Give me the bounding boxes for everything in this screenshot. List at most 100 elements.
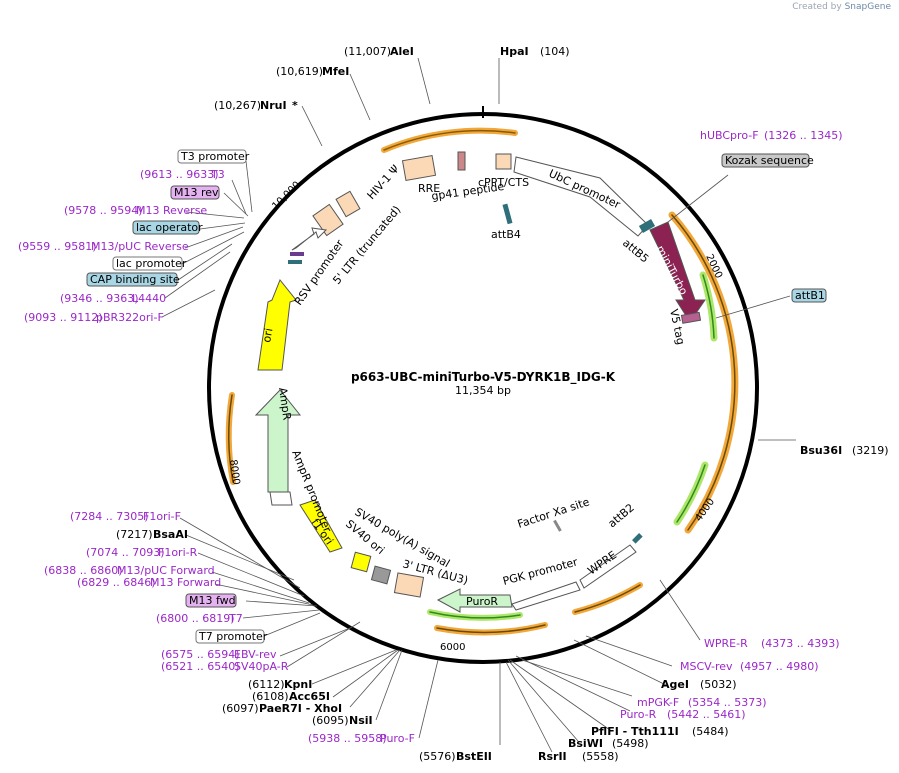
enzyme-name-alei: AleI bbox=[390, 45, 414, 58]
tick-10000: 10,000 bbox=[270, 180, 303, 213]
feature-attb2: attB2 bbox=[606, 501, 637, 530]
label-lac-operator: lac operator bbox=[136, 221, 203, 234]
enzyme-position-nsii: (6095) bbox=[312, 714, 349, 727]
primer-range-t3: (9613 .. 9633) bbox=[140, 168, 219, 181]
enzyme-labels: (11,007) AleI HpaI (104) (10,619) MfeI (… bbox=[116, 45, 889, 763]
enzyme-name-kpni: KpnI bbox=[284, 678, 312, 691]
primer-labels: hUBCpro-F (1326 .. 1345) (9613 .. 9633) … bbox=[18, 129, 843, 745]
box-kozak-sequence bbox=[721, 153, 810, 168]
ampr-promoter-box bbox=[269, 491, 293, 506]
boxed-labels: T3 promoter M13 rev lac operator lac pro… bbox=[86, 149, 827, 644]
v5-box bbox=[680, 311, 702, 324]
wpre-arrow bbox=[579, 544, 637, 589]
primer-name-m13-forward: M13 Forward bbox=[150, 576, 221, 589]
primer-name-m13-puc-reverse: M13/pUC Reverse bbox=[91, 240, 189, 253]
enzyme-name-rsrii: RsrII bbox=[538, 750, 567, 763]
feature-track bbox=[225, 127, 739, 636]
pgk-promoter-arrow bbox=[511, 581, 581, 611]
rre-box bbox=[401, 154, 437, 182]
primer-name-sv40pa-r: SV40pA-R bbox=[234, 660, 289, 673]
factorxa-box bbox=[553, 519, 562, 532]
enzyme-position-bsu36i: (3219) bbox=[852, 444, 889, 457]
orange-arc-1-line bbox=[383, 129, 516, 151]
enzyme-name-nrui: NruI bbox=[260, 99, 287, 112]
orange-arc-2-line bbox=[671, 214, 736, 531]
plasmid-name: p663-UBC-miniTurbo-V5-DYRK1B_IDG-K bbox=[351, 370, 616, 385]
box-lac-operator bbox=[132, 220, 200, 235]
snapgene-credit: Created by SnapGene bbox=[792, 2, 891, 12]
enzyme-position-mfei: (10,619) bbox=[276, 65, 323, 78]
primer-name-f1ori-f: F1ori-F bbox=[143, 510, 181, 523]
primer-range-t7: (6800 .. 6819) bbox=[156, 612, 235, 625]
box-cap-binding-site bbox=[86, 272, 178, 287]
feature-cppt: cPPT/CTS bbox=[478, 176, 529, 189]
ltr5-box bbox=[312, 203, 344, 237]
primer-name-hubcpro-f: hUBCpro-F bbox=[700, 129, 759, 142]
box-m13-fwd bbox=[185, 593, 237, 608]
primer-range-ebv-rev: (6575 .. 6594) bbox=[161, 648, 240, 661]
primer-name-puro-f: Puro-F bbox=[380, 732, 415, 745]
lac-marker-1 bbox=[290, 252, 304, 256]
enzyme-name-nsii: NsiI bbox=[349, 714, 373, 727]
enzyme-position-paer7i: (6097) bbox=[222, 702, 259, 715]
hiv-box bbox=[335, 190, 361, 218]
attb5-box bbox=[638, 219, 656, 233]
feature-attb5: attB5 bbox=[620, 236, 651, 265]
primer-range-m13-reverse: (9578 .. 9594) bbox=[64, 204, 143, 217]
feature-ori: ori bbox=[260, 327, 275, 343]
label-cap-binding-site: CAP binding site bbox=[90, 273, 180, 286]
rsv-promoter-arrow bbox=[291, 227, 328, 251]
enzyme-position-bsiwi: (5498) bbox=[612, 737, 649, 750]
primer-name-mscv-rev: MSCV-rev bbox=[680, 660, 733, 673]
primer-name-t3: T3 bbox=[210, 168, 225, 181]
feature-pgk-promoter: PGK promoter bbox=[501, 555, 579, 588]
primer-range-m13-puc-reverse: (9559 .. 9581) bbox=[18, 240, 97, 253]
miniturbo-arrow bbox=[649, 221, 706, 323]
primer-name-f1ori-r: F1ori-R bbox=[158, 546, 198, 559]
inner-features bbox=[254, 151, 706, 613]
primer-range-m13-puc-forward: (6838 .. 6860) bbox=[44, 564, 123, 577]
green-arc-3-line bbox=[429, 611, 521, 619]
ubc-promoter-arrow bbox=[513, 156, 649, 237]
primer-name-m13-reverse: M13 Reverse bbox=[136, 204, 207, 217]
primer-range-wpre-r: (4373 .. 4393) bbox=[761, 637, 840, 650]
enzyme-position-acc65i: (6108) bbox=[252, 690, 289, 703]
label-m13-fwd: M13 fwd bbox=[189, 594, 236, 607]
snapgene-logo-text: SnapGene bbox=[844, 2, 891, 12]
orange-arc-5-line bbox=[228, 394, 234, 483]
box-attb1 bbox=[791, 288, 827, 303]
feature-puror: PuroR bbox=[466, 595, 498, 608]
feature-ampr: AmpR bbox=[276, 387, 293, 422]
label-t7-promoter: T7 promoter bbox=[198, 630, 268, 643]
label-attb1: attB1 bbox=[795, 289, 825, 302]
puror-arrow bbox=[436, 588, 513, 613]
tick-labels: 2000 4000 6000 8000 10,000 bbox=[227, 180, 724, 653]
lac-marker-2 bbox=[288, 260, 302, 264]
primer-range-hubcpro-f: (1326 .. 1345) bbox=[764, 129, 843, 142]
label-lac-promoter: lac promoter bbox=[116, 257, 187, 270]
primer-range-pbr322ori-f: (9093 .. 9112) bbox=[24, 311, 103, 324]
primer-name-ebv-rev: EBV-rev bbox=[234, 648, 277, 661]
enzyme-position-alei: (11,007) bbox=[344, 45, 391, 58]
ori-arrow bbox=[257, 279, 297, 371]
enzyme-name-mfei: MfeI bbox=[322, 65, 349, 78]
primer-name-puro-r: Puro-R bbox=[620, 708, 657, 721]
enzyme-name-paer7i: PaeR7I - XhoI bbox=[259, 702, 342, 715]
primer-range-mpgk-f: (5354 .. 5373) bbox=[688, 696, 767, 709]
feature-hiv-psi: HIV-1 Ψ bbox=[365, 162, 403, 202]
primer-range-puro-f: (5938 .. 5958) bbox=[308, 732, 387, 745]
label-m13-rev: M13 rev bbox=[174, 186, 219, 199]
gp41-box bbox=[457, 151, 466, 171]
orange-arc-3-line bbox=[574, 584, 641, 613]
ampr-arrow bbox=[254, 389, 302, 493]
feature-factor-xa: Factor Xa site bbox=[516, 495, 591, 531]
orange-arc-1 bbox=[381, 127, 518, 153]
attb4-box bbox=[502, 203, 513, 225]
enzyme-name-pflfi: PflFI - Tth111I bbox=[591, 725, 679, 738]
primer-range-f1ori-r: (7074 .. 7093) bbox=[86, 546, 165, 559]
box-lac-promoter bbox=[112, 256, 183, 271]
tick-6000: 6000 bbox=[440, 642, 465, 653]
primer-name-t7: T7 bbox=[228, 612, 243, 625]
primer-name-pbr322ori-f: pBR322ori-F bbox=[96, 311, 164, 324]
